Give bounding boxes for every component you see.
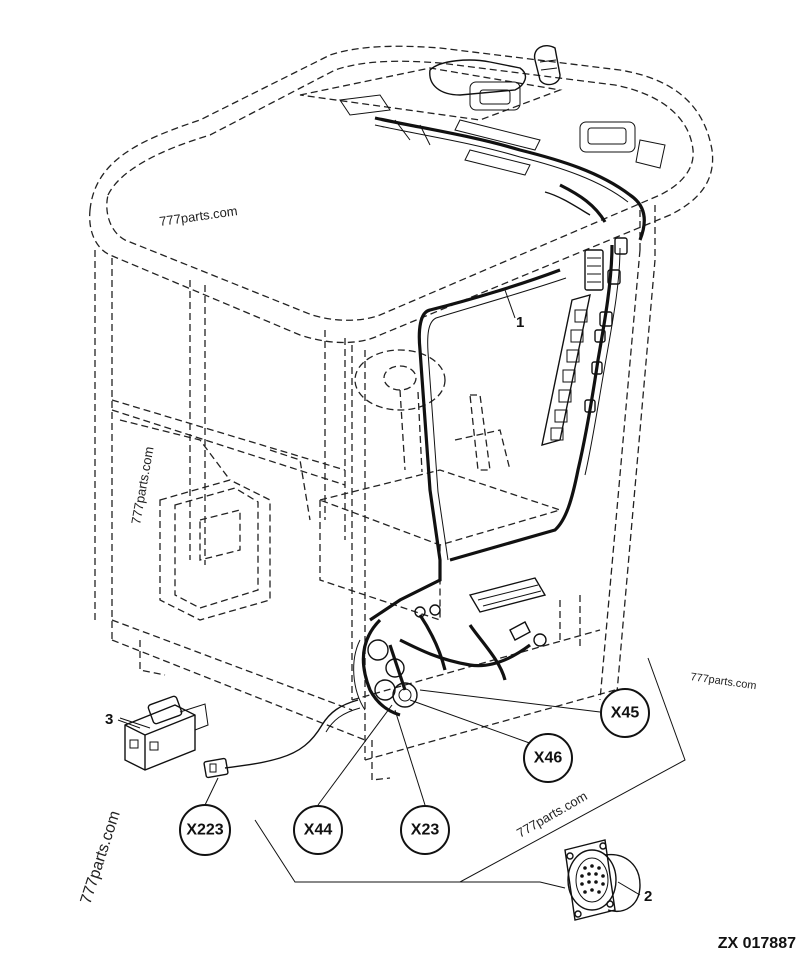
callout-x223-label: X223	[186, 822, 223, 839]
part-3-plug	[117, 695, 209, 771]
callout-x44[interactable]: X44	[293, 805, 343, 855]
callout-x44-label: X44	[304, 822, 333, 839]
cab-body	[94, 205, 656, 781]
part-number-1: 1	[516, 314, 524, 331]
pin-array	[580, 864, 605, 894]
watermark-1: 777parts.com	[158, 203, 238, 229]
callout-x46-label: X46	[534, 750, 563, 767]
callout-x223[interactable]: X223	[179, 804, 231, 856]
drawing-code: ZX 017887	[718, 935, 796, 952]
watermark-3: 777parts.com	[690, 671, 758, 692]
callout-x46[interactable]: X46	[523, 733, 573, 783]
connector-cluster	[203, 577, 547, 779]
watermark-5: 777parts.com	[78, 809, 124, 906]
part-2-round-connector	[564, 839, 641, 921]
part-number-3: 3	[105, 711, 113, 728]
callout-x23-label: X23	[411, 822, 440, 839]
overhead-console	[339, 44, 666, 176]
cab-roof	[89, 45, 714, 344]
watermark-2: 777parts.com	[128, 445, 156, 525]
harness-main	[369, 116, 646, 622]
part-number-2: 2	[644, 888, 652, 905]
callout-x45-label: X45	[611, 705, 640, 722]
callout-x23[interactable]: X23	[400, 805, 450, 855]
callout-x45[interactable]: X45	[600, 688, 650, 738]
leader-lines	[119, 289, 686, 896]
